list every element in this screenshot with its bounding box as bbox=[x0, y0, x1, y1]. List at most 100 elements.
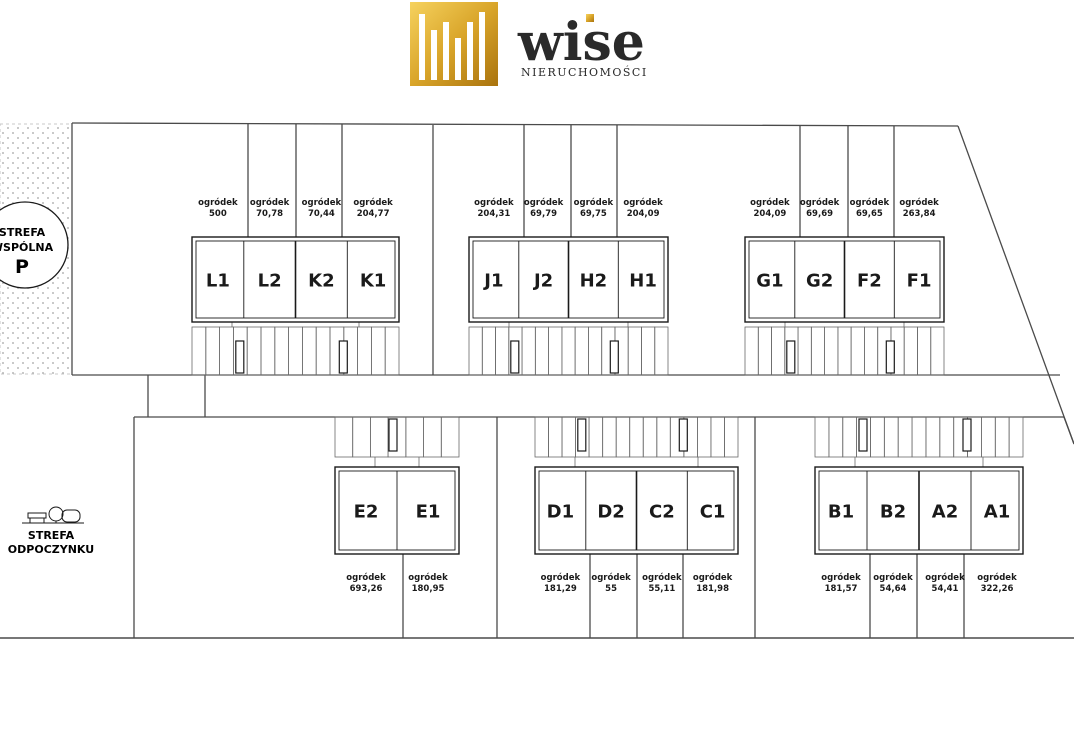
entrance-door bbox=[235, 340, 245, 374]
garage-stall bbox=[981, 416, 996, 458]
logo-mark-bars bbox=[419, 12, 485, 80]
garden-word-j1: ogródek bbox=[474, 197, 514, 208]
garage-stall bbox=[521, 326, 536, 376]
garden-word-d1: ogródek bbox=[541, 572, 581, 583]
garage-stall bbox=[534, 416, 549, 458]
unit-label-a2[interactable]: A2 bbox=[932, 502, 958, 523]
unit-label-f2[interactable]: F2 bbox=[857, 271, 882, 292]
garage-stall bbox=[641, 326, 656, 376]
garages bbox=[191, 322, 1024, 467]
garden-word-a1: ogródek bbox=[977, 572, 1017, 583]
garage-stall bbox=[301, 326, 317, 376]
garden-area-g2: 69,69 bbox=[806, 209, 833, 219]
garage-stall bbox=[744, 326, 759, 376]
garage-stall bbox=[925, 416, 941, 458]
garage-stall bbox=[588, 416, 603, 458]
garage-stall bbox=[930, 326, 945, 376]
garden-area-b1: 181,57 bbox=[825, 584, 858, 594]
unit-label-d1[interactable]: D1 bbox=[547, 502, 574, 523]
relax-zone: STREFA ODPOCZYNKU bbox=[8, 506, 94, 556]
garden-area-a2: 54,41 bbox=[932, 584, 959, 594]
garden-area-k2: 70,44 bbox=[308, 209, 335, 219]
garage-stall bbox=[602, 416, 617, 458]
unit-label-g1[interactable]: G1 bbox=[756, 271, 783, 292]
garden-word-d2: ogródek bbox=[591, 572, 631, 583]
unit-label-c2[interactable]: C2 bbox=[649, 502, 675, 523]
unit-label-e1[interactable]: E1 bbox=[416, 502, 441, 523]
garage-stall bbox=[260, 326, 276, 376]
garden-word-k2: ogródek bbox=[302, 197, 342, 208]
common-zone-line1: STREFA bbox=[0, 226, 46, 239]
bench-icon bbox=[22, 506, 84, 524]
unit-label-l1[interactable]: L1 bbox=[206, 271, 230, 292]
unit-label-a1[interactable]: A1 bbox=[984, 502, 1010, 523]
garage-stall bbox=[191, 326, 207, 376]
common-zone-line2: WSPÓLNA bbox=[0, 241, 54, 254]
garden-word-g2: ogródek bbox=[800, 197, 840, 208]
garage-stall bbox=[883, 416, 899, 458]
garage-stall bbox=[369, 416, 389, 458]
garage-stall bbox=[656, 416, 671, 458]
garden-word-f2: ogródek bbox=[850, 197, 890, 208]
garden-word-f1: ogródek bbox=[899, 197, 939, 208]
unit-label-b1[interactable]: B1 bbox=[828, 502, 854, 523]
garden-word-l1: ogródek bbox=[198, 197, 238, 208]
garden-area-e2: 693,26 bbox=[350, 584, 383, 594]
garage-stall bbox=[771, 326, 786, 376]
garage-stall bbox=[205, 326, 221, 376]
relax-zone-line2: ODPOCZYNKU bbox=[8, 543, 94, 556]
garden-word-c2: ogródek bbox=[642, 572, 682, 583]
garage-stall bbox=[357, 326, 372, 376]
garage-stall bbox=[842, 416, 858, 458]
unit-label-l2[interactable]: L2 bbox=[258, 271, 282, 292]
garage-stall bbox=[828, 416, 844, 458]
entrance-door bbox=[786, 340, 796, 374]
unit-label-j2[interactable]: J2 bbox=[532, 271, 553, 292]
garage-stall bbox=[615, 416, 631, 458]
garden-word-h2: ogródek bbox=[574, 197, 614, 208]
garage-stall bbox=[814, 416, 830, 458]
garage-stall bbox=[370, 326, 386, 376]
common-zone-circle bbox=[0, 201, 69, 289]
entrance-door bbox=[577, 418, 587, 452]
garage-stall bbox=[939, 416, 955, 458]
garage-stall bbox=[837, 326, 852, 376]
garage-stall bbox=[654, 326, 669, 376]
garden-word-g1: ogródek bbox=[750, 197, 790, 208]
unit-label-b2[interactable]: B2 bbox=[880, 502, 906, 523]
unit-label-h2[interactable]: H2 bbox=[580, 271, 608, 292]
unit-label-g2[interactable]: G2 bbox=[806, 271, 833, 292]
garden-area-a1: 322,26 bbox=[981, 584, 1014, 594]
logo-tagline: NIERUCHOMOŚCI bbox=[521, 65, 648, 79]
logo-dot bbox=[586, 14, 594, 22]
garage-stall bbox=[588, 326, 603, 376]
garage-stall bbox=[629, 416, 644, 458]
garage-stall bbox=[911, 416, 927, 458]
unit-label-j1[interactable]: J1 bbox=[482, 271, 503, 292]
common-zone: STREFA WSPÓLNA P bbox=[0, 201, 69, 289]
garage-stall bbox=[548, 416, 563, 458]
unit-label-c1[interactable]: C1 bbox=[700, 502, 726, 523]
garden-area-e1: 180,95 bbox=[412, 584, 445, 594]
garden-area-c1: 181,98 bbox=[696, 584, 729, 594]
garden-area-h2: 69,75 bbox=[580, 209, 607, 219]
unit-label-k1[interactable]: K1 bbox=[360, 271, 386, 292]
unit-label-f1[interactable]: F1 bbox=[907, 271, 932, 292]
garden-word-e2: ogródek bbox=[346, 572, 386, 583]
entrance-door bbox=[962, 418, 972, 452]
garden-area-g1: 204,09 bbox=[753, 209, 786, 219]
garage-stall bbox=[724, 416, 739, 458]
common-zone-letter: P bbox=[15, 256, 29, 278]
unit-label-d2[interactable]: D2 bbox=[597, 502, 624, 523]
garage-stall bbox=[864, 326, 879, 376]
garage-stall bbox=[534, 326, 549, 376]
garage-stall bbox=[561, 416, 576, 458]
unit-label-k2[interactable]: K2 bbox=[308, 271, 334, 292]
garden-area-d2: 55 bbox=[605, 584, 617, 594]
brand-logo: wise NIERUCHOMOŚCI bbox=[410, 2, 648, 86]
garage-stall bbox=[810, 326, 825, 376]
garage-stall bbox=[548, 326, 563, 376]
garage-stall bbox=[870, 416, 885, 458]
unit-label-h1[interactable]: H1 bbox=[629, 271, 657, 292]
unit-label-e2[interactable]: E2 bbox=[354, 502, 379, 523]
